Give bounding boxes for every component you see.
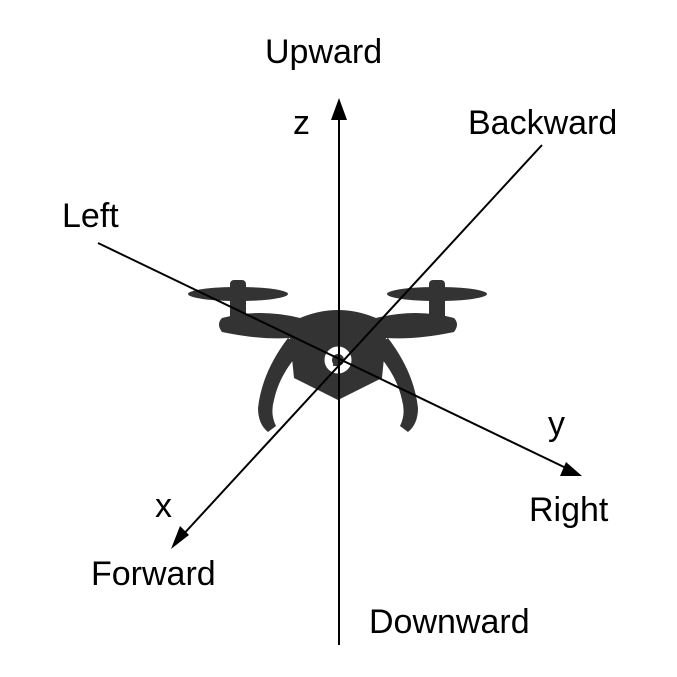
x-axis-label: x (155, 487, 172, 525)
x-axis-line (179, 144, 543, 539)
y-axis-line (97, 242, 567, 469)
left-motor (230, 280, 246, 320)
downward-label: Downward (369, 603, 530, 641)
backward-label: Backward (468, 104, 617, 142)
z-axis-label: z (293, 104, 310, 142)
upward-label: Upward (265, 33, 382, 71)
left-label: Left (62, 197, 119, 235)
left-landing-leg (258, 338, 304, 432)
right-label: Right (529, 491, 609, 529)
right-landing-leg (372, 338, 418, 432)
z-axis-arrowhead (331, 98, 347, 120)
y-axis-label: y (548, 405, 565, 443)
right-motor (429, 280, 445, 320)
origin-label: B (332, 354, 341, 369)
forward-label: Forward (91, 555, 216, 593)
y-axis-arrowhead (560, 462, 582, 476)
x-axis-arrowhead (171, 526, 189, 549)
